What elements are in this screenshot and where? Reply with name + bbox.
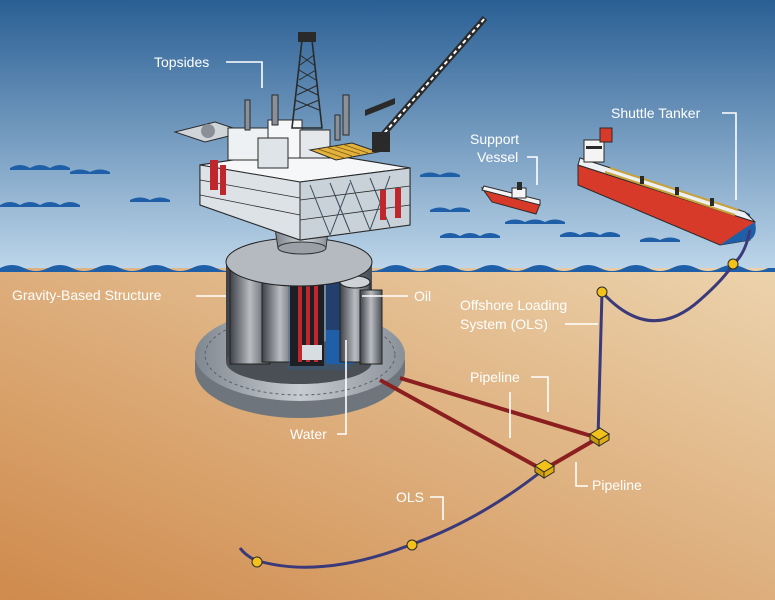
shuttle-tanker [577,127,756,246]
label-topsides-text: Topsides [154,54,209,70]
seabed-background [0,268,775,600]
label-oil: Oil [362,288,431,304]
label-pipeline-upper: Pipeline [470,369,549,438]
label-ols-long-line2: System (OLS) [460,316,548,332]
label-support-vessel: Support Vessel [470,131,538,185]
label-shuttle-tanker: Shuttle Tanker [611,105,737,200]
label-ols-long: Offshore Loading System (OLS) [460,297,598,332]
ols-buoys [251,258,739,568]
waterline [0,265,775,272]
topsides-platform [173,16,488,241]
gravity-based-structure [195,237,405,418]
label-ols-long-line1: Offshore Loading [460,297,567,313]
label-topsides: Topsides [154,54,263,88]
label-gbs: Gravity-Based Structure [12,287,226,303]
label-pipeline-upper-text: Pipeline [470,369,520,385]
label-shuttle-tanker-text: Shuttle Tanker [611,105,701,121]
label-oil-text: Oil [414,288,431,304]
label-water: Water [290,340,347,442]
surface-waves [0,165,750,242]
label-support-vessel-line1: Support [470,131,519,147]
label-gbs-text: Gravity-Based Structure [12,287,162,303]
label-pipeline-lower-text: Pipeline [592,477,642,493]
label-ols-short: OLS [396,489,444,520]
label-support-vessel-line2: Vessel [477,149,518,165]
ols-lines [238,229,752,569]
support-vessel [480,182,541,215]
label-water-text: Water [290,426,327,442]
label-pipeline-lower: Pipeline [575,462,642,493]
label-ols-short-text: OLS [396,489,424,505]
subsea-manifolds [534,427,610,479]
